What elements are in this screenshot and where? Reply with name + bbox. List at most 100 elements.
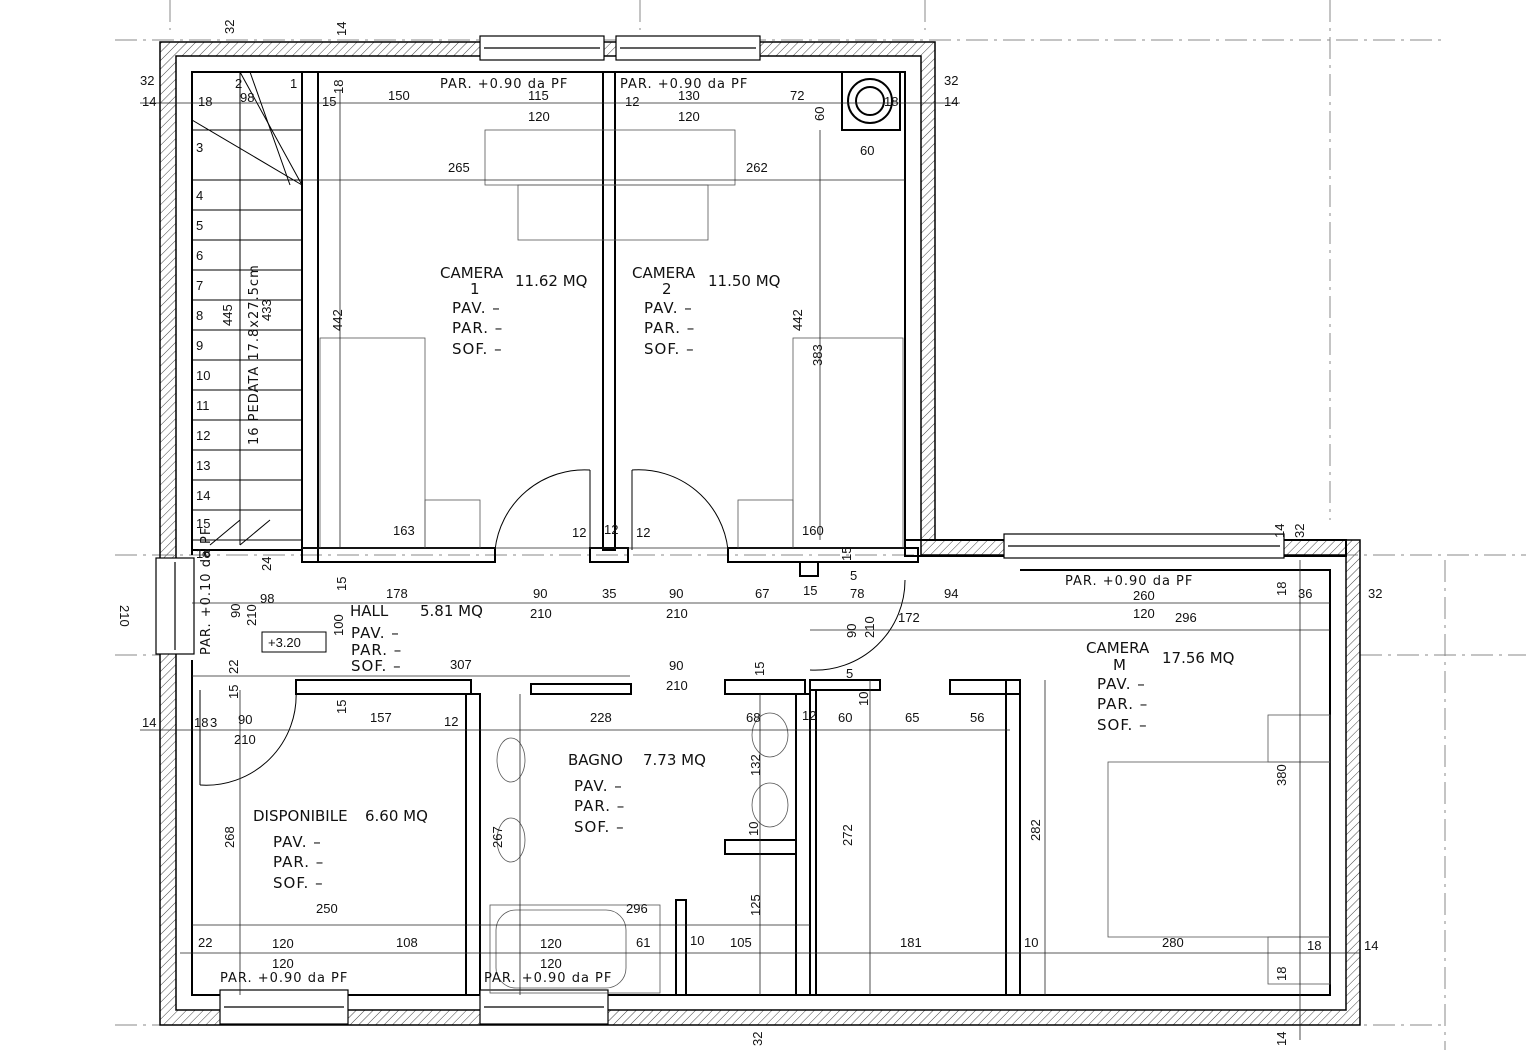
- dimension-label: 78: [850, 586, 864, 601]
- stair-step: 9: [196, 338, 203, 353]
- dimension-label: 125: [748, 894, 763, 916]
- level-marker: +3.20: [268, 635, 301, 650]
- window-sill-note: PAR. +0.90 da PF: [1065, 574, 1193, 589]
- dimension-label: 181: [900, 935, 922, 950]
- stair-step: 16: [196, 546, 210, 561]
- floor-spec: PAV. –: [452, 299, 501, 317]
- dimension-label: 268: [222, 826, 237, 848]
- floor-spec: PAV. –: [273, 833, 322, 851]
- dimension-label: 120: [272, 956, 294, 971]
- dimension-label: 32: [222, 20, 237, 34]
- floor-spec: PAV. –: [574, 777, 623, 795]
- stair-side-label: 210: [117, 605, 132, 627]
- room-name: CAMERA: [440, 264, 504, 282]
- floor-spec: PAV. –: [351, 624, 400, 642]
- dimension-label: 60: [838, 710, 852, 725]
- dimension-label: 18: [331, 80, 346, 94]
- dimension-label: 56: [970, 710, 984, 725]
- dimension-label: 260: [1133, 588, 1155, 603]
- dimension-label: 445: [220, 304, 235, 326]
- stair-step: 14: [196, 488, 210, 503]
- dimension-label: 15: [752, 662, 767, 676]
- stair-step: 13: [196, 458, 210, 473]
- stair-step-numbers: 3 4 5 6 7 8 9 10 11 12 13 14 15 16: [196, 140, 210, 561]
- wall-spec: PAR. –: [574, 797, 625, 815]
- dimension-label: 65: [905, 710, 919, 725]
- dimension-label: 14: [1274, 1032, 1289, 1046]
- dimension-label: 35: [602, 586, 616, 601]
- dimension-label: 24: [259, 557, 274, 571]
- room-name: HALL: [350, 602, 389, 620]
- room-camera-m: CAMERA M 17.56 MQ PAV. – PAR. – SOF. –: [1086, 639, 1234, 734]
- dimension-label: 36: [1298, 586, 1312, 601]
- dimension-label: 32: [140, 73, 154, 88]
- room-bagno: BAGNO 7.73 MQ PAV. – PAR. – SOF. –: [568, 751, 706, 836]
- dimension-label: 157: [370, 710, 392, 725]
- dimension-label: 267: [490, 826, 505, 848]
- dimension-label: 15: [226, 685, 241, 699]
- dimension-label: 100: [331, 614, 346, 636]
- dimension-label: 68: [746, 710, 760, 725]
- stair-step: 11: [196, 398, 210, 413]
- room-camera-1: CAMERA 1 11.62 MQ PAV. – PAR. – SOF. –: [440, 264, 587, 358]
- dimension-label: 90: [844, 624, 859, 638]
- dimension-label: 120: [1133, 606, 1155, 621]
- dimension-label: 272: [840, 824, 855, 846]
- room-name: BAGNO: [568, 751, 623, 769]
- dimension-labels: 32 14 32 14 18 98 2 1 15 18 150 115 120 …: [140, 20, 1382, 1046]
- window-sill-note: PAR. +0.90 da PF: [220, 971, 348, 986]
- dimension-label: 433: [259, 299, 274, 321]
- dimension-label: 296: [1175, 610, 1197, 625]
- dimension-label: 120: [540, 956, 562, 971]
- dimension-label: 18: [1307, 938, 1321, 953]
- window-sill-note: PAR. +0.90 da PF: [484, 971, 612, 986]
- dimension-label: 282: [1028, 819, 1043, 841]
- dimension-label: 12: [604, 522, 618, 537]
- wall-spec: PAR. –: [1097, 695, 1148, 713]
- dimension-label: 18: [1274, 582, 1289, 596]
- window-sill-note: PAR. +0.10 da PF: [199, 527, 214, 655]
- dimension-label: 10: [746, 822, 761, 836]
- dimension-label: 12: [444, 714, 458, 729]
- room-number: 1: [470, 280, 480, 298]
- dimension-label: 98: [260, 591, 274, 606]
- floor-spec: PAV. –: [1097, 675, 1146, 693]
- dimension-label: 115: [528, 88, 549, 103]
- window-sill-note: PAR. +0.90 da PF: [440, 77, 568, 92]
- dimension-label: 12: [572, 525, 586, 540]
- dimension-label: 15: [322, 94, 336, 109]
- dimension-label: 2: [235, 76, 242, 91]
- dimension-label: 15: [334, 577, 349, 591]
- dimension-label: 307: [450, 657, 472, 672]
- dimension-label: 228: [590, 710, 612, 725]
- dimension-label: 61: [636, 935, 650, 950]
- dimension-label: 18: [194, 715, 208, 730]
- ceiling-spec: SOF. –: [452, 340, 503, 358]
- dimension-label: 18: [198, 94, 212, 109]
- dimension-label: 94: [944, 586, 958, 601]
- dimension-label: 12: [636, 525, 650, 540]
- dimension-label: 32: [750, 1032, 765, 1046]
- dimension-label: 5: [850, 568, 857, 583]
- dimension-label: 12: [625, 94, 639, 109]
- dimension-label: 383: [810, 344, 825, 366]
- dimension-label: 14: [944, 94, 958, 109]
- dimension-label: 90: [228, 604, 243, 618]
- dimension-label: 18: [1274, 967, 1289, 981]
- room-area: 7.73 MQ: [643, 751, 706, 769]
- dimension-label: 14: [334, 22, 349, 36]
- dimension-label: 22: [226, 660, 241, 674]
- dimension-label: 3: [210, 715, 217, 730]
- ceiling-spec: SOF. –: [351, 657, 402, 675]
- wall-spec: PAR. –: [351, 641, 402, 659]
- dimension-label: 32: [944, 73, 958, 88]
- stair-step: 10: [196, 368, 210, 383]
- dimension-label: 22: [198, 935, 212, 950]
- dimension-label: 1: [290, 76, 297, 91]
- dimension-label: 32: [1368, 586, 1382, 601]
- dimension-label: 120: [540, 936, 562, 951]
- dimension-label: 60: [812, 107, 827, 121]
- room-area: 5.81 MQ: [420, 602, 483, 620]
- stair-step: 12: [196, 428, 210, 443]
- wall-spec: PAR. –: [273, 853, 324, 871]
